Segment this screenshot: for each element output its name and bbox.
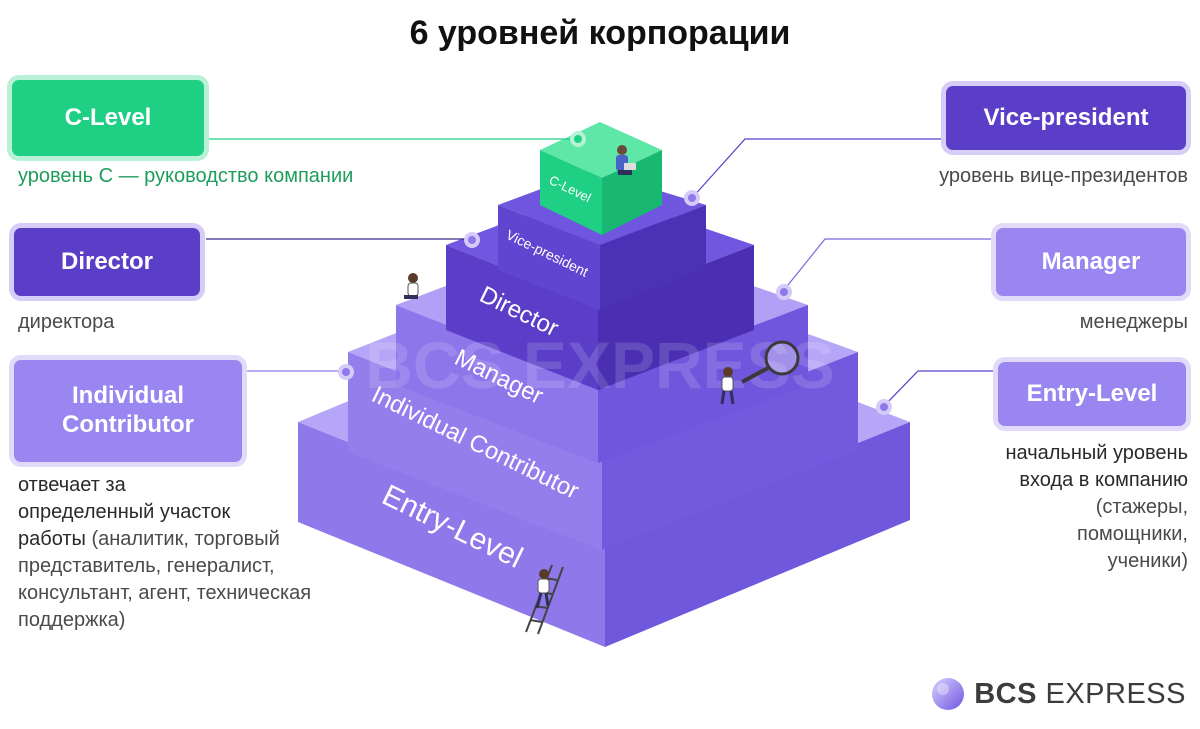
connector-lines [206,138,996,407]
connector-dots [338,131,892,415]
ladder-illustration [525,564,564,635]
bcs-express-logo: BCS EXPRESS [930,676,1186,712]
person-sitting-illustration [404,273,419,299]
watermark: BCS EXPRESS [365,328,834,402]
connector-entry-level [883,370,996,407]
director-description: директора [18,311,115,333]
entry-level-description: начальный уровень входа в компанию (стаж… [1005,442,1188,572]
vice-president-badge: Vice-president [946,86,1186,150]
individual-contributor-badge: Individual Contributor [14,360,242,462]
director-badge: Director [14,228,200,296]
connector-manager [783,238,994,291]
entry-level-badge: Entry-Level [998,362,1186,426]
vice-president-description: уровень вице-президентов [939,165,1188,187]
magnifier-illustration [720,340,800,405]
individual-contributor-badge-line2: Contributor [62,411,194,438]
c-level-badge: C-Level [12,80,204,156]
individual-contributor-description: отвечает за определенный участок работы … [18,474,312,631]
manager-badge-label: Manager [1041,247,1141,275]
vice-president-badge-label: Vice-president [983,103,1149,131]
manager-badge: Manager [996,228,1186,296]
bcs-logo-icon [932,678,965,710]
c-level-badge-label: C-Level [64,103,152,131]
person-laptop-illustration [616,145,636,175]
logo-text: BCS EXPRESS [974,677,1186,710]
c-level-description: уровень С — руководство компании [18,165,354,187]
entry-level-badge-label: Entry-Level [1026,379,1158,407]
director-badge-label: Director [60,247,154,275]
page-title: 6 уровней корпорации [409,14,791,52]
individual-contributor-badge-line1: Individual [71,382,184,410]
manager-description: менеджеры [1079,311,1188,333]
connector-vice-president [691,138,944,199]
